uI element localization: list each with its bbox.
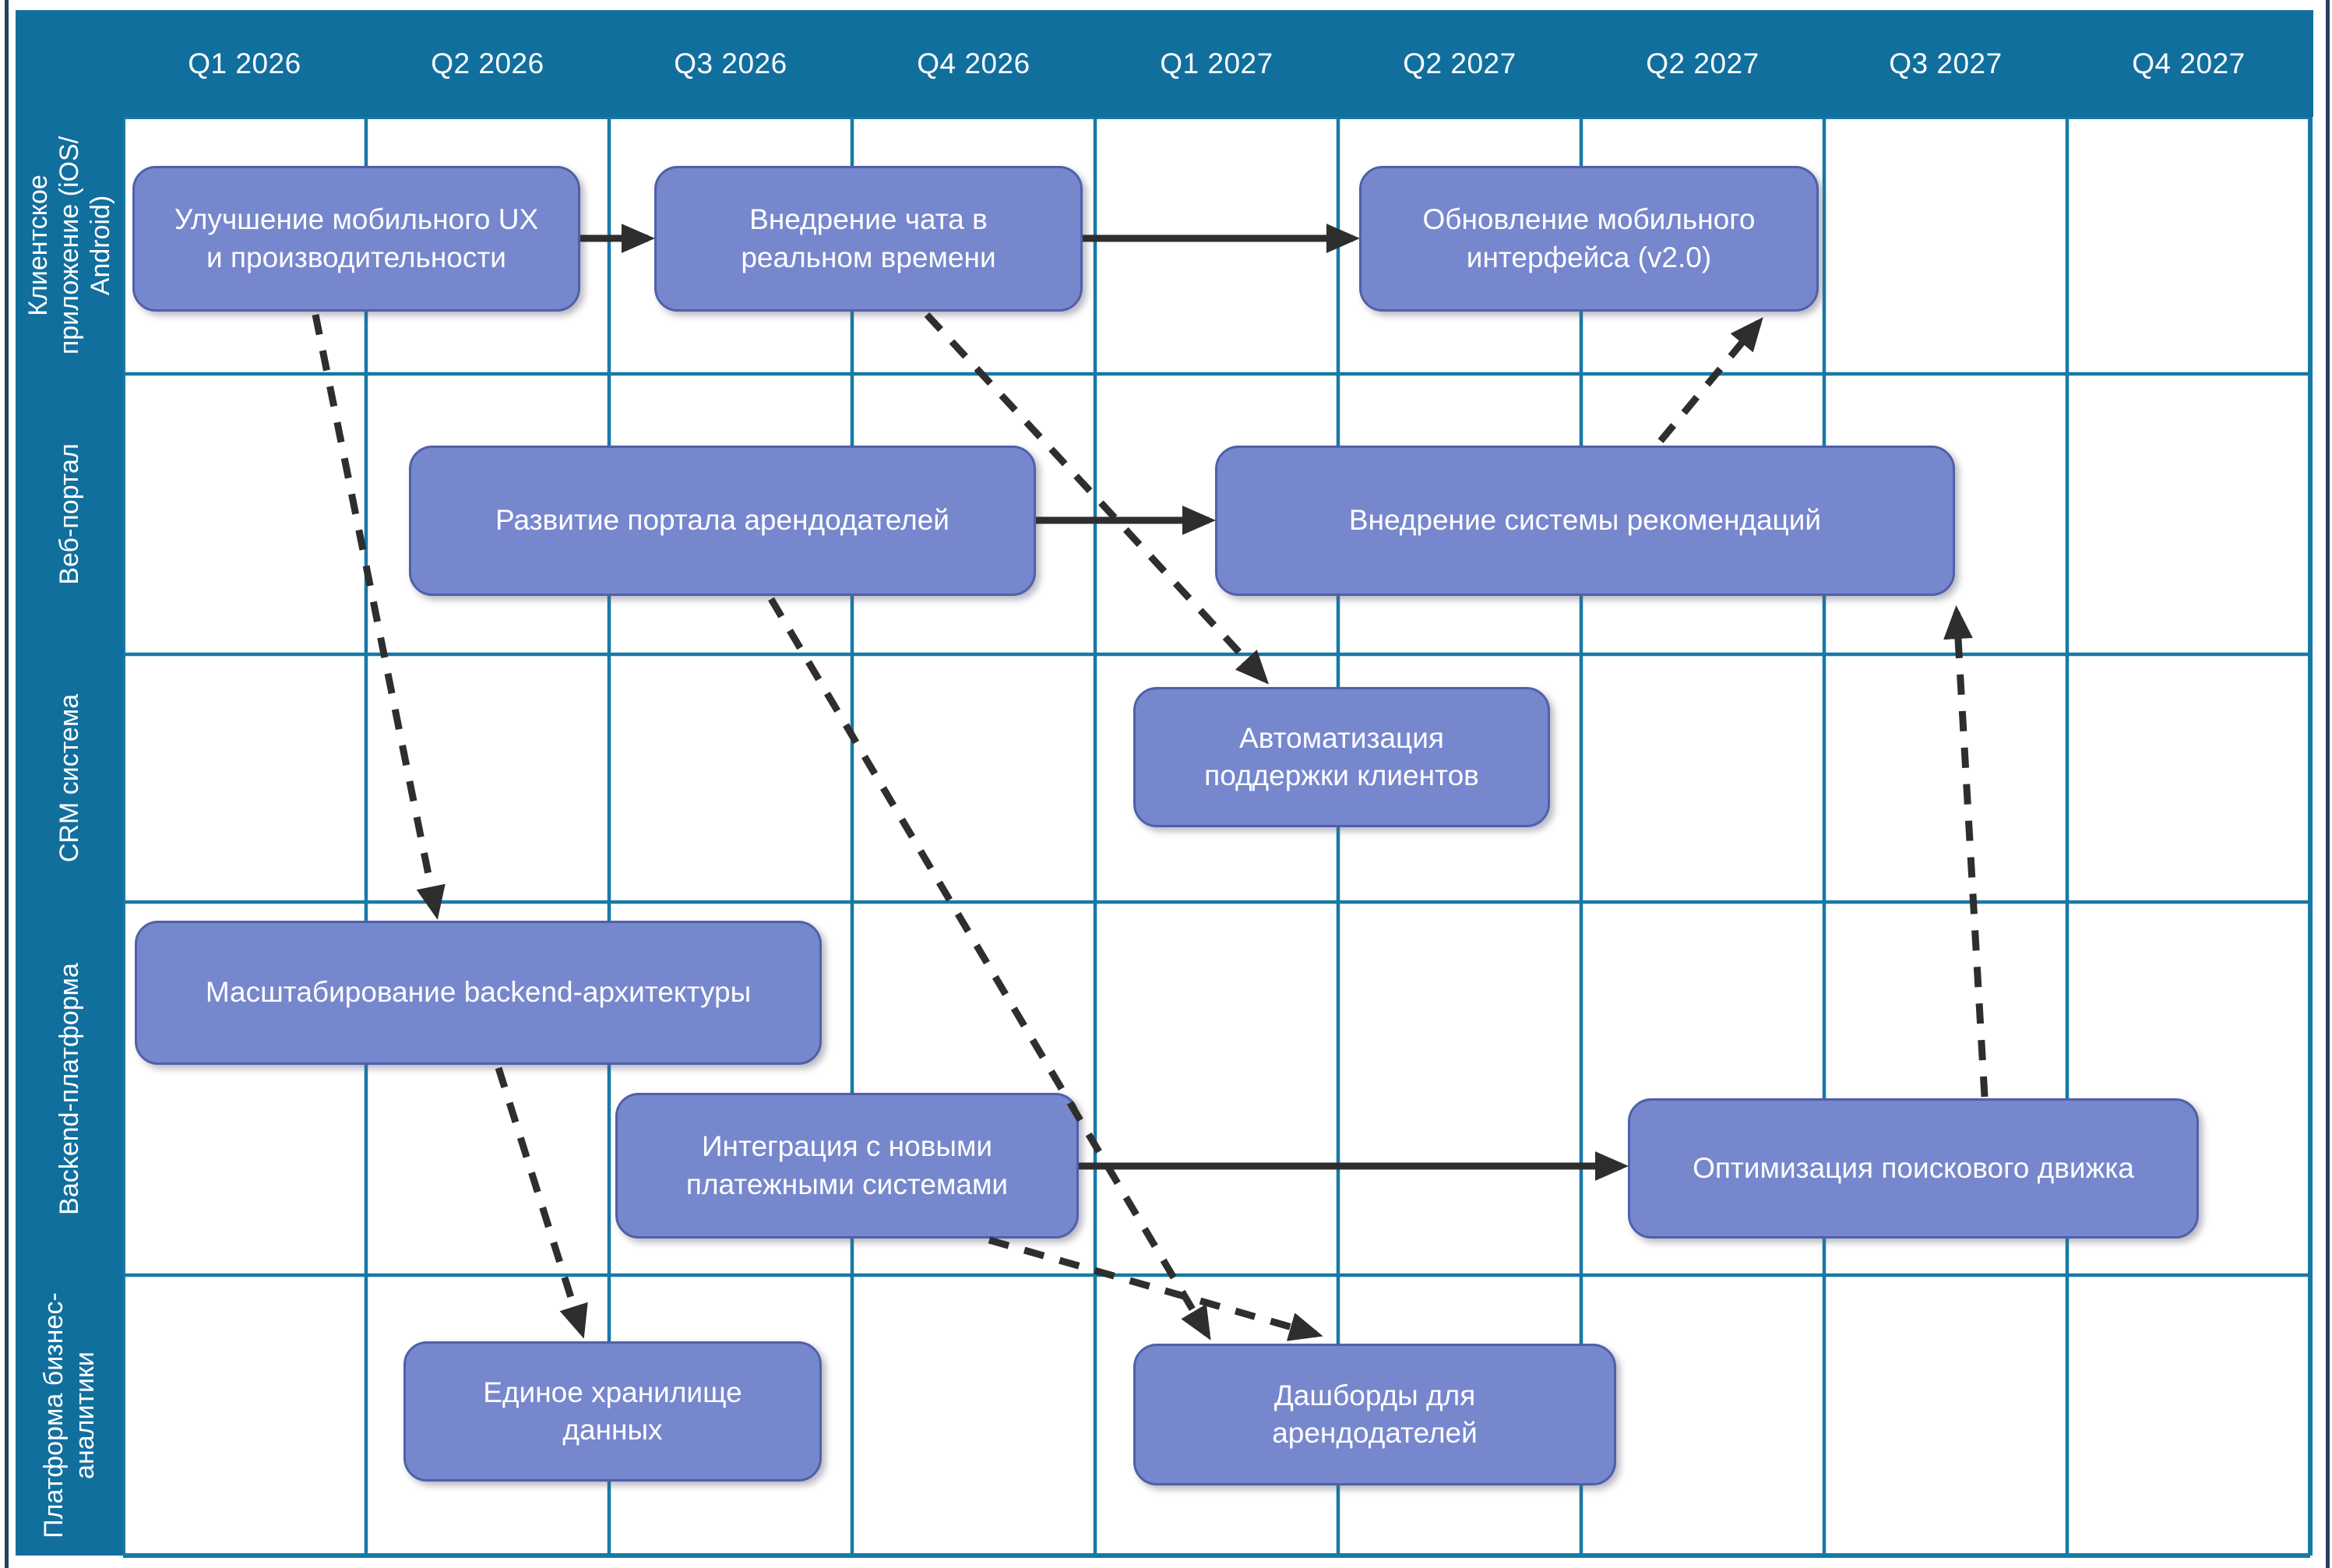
task-label: Единое хранилище данных	[483, 1376, 742, 1446]
dependency-arrow-dashed-t7-t10	[495, 1066, 588, 1339]
swimlane-label: Веб-портал	[54, 443, 84, 585]
task-box-t7: Масштабирование backend-архитектуры	[135, 921, 822, 1065]
quarter-label: Q2 2027	[1403, 47, 1517, 79]
swimlane-label: Платформа бизнес- аналитики	[38, 1292, 100, 1538]
swimlane-label-wrap: CRM система	[16, 654, 123, 902]
slide-border-right	[2326, 0, 2330, 1568]
dependency-arrow-dashed-t1-t7	[312, 314, 446, 920]
task-label: Обновление мобильного интерфейса (v2.0)	[1422, 203, 1756, 273]
swimlane-label: CRM система	[54, 693, 84, 863]
task-box-t11: Дашборды для арендодателей	[1133, 1344, 1616, 1485]
swimlane-label-wrap: Backend-платформа	[16, 902, 123, 1275]
task-box-t6: Автоматизация поддержки клиентов	[1133, 687, 1550, 827]
task-label: Внедрение чата в реальном времени	[741, 203, 996, 273]
quarter-label: Q4 2026	[917, 47, 1030, 79]
quarter-label: Q4 2027	[2132, 47, 2246, 79]
task-label: Масштабирование backend-архитектуры	[205, 976, 752, 1009]
dependency-arrow-dashed-t5-t3	[1657, 317, 1763, 443]
quarter-label: Q1 2026	[188, 47, 301, 79]
task-box-t4: Развитие портала арендодателей	[409, 446, 1036, 596]
quarter-label: Q3 2026	[674, 47, 787, 79]
task-label: Автоматизация поддержки клиентов	[1204, 721, 1479, 791]
swimlane-label: Клиентское приложение (iOS/ Android)	[23, 136, 116, 355]
swimlane-label-wrap: Веб-портал	[16, 374, 123, 654]
swimlane-sidebar	[16, 117, 123, 1556]
task-box-t3: Обновление мобильного интерфейса (v2.0)	[1359, 166, 1819, 312]
task-label: Улучшение мобильного UX и производительн…	[174, 203, 539, 273]
quarter-label: Q2 2027	[1646, 47, 1760, 79]
quarter-label: Q2 2026	[431, 47, 544, 79]
task-box-t5: Внедрение системы рекомендаций	[1215, 446, 1955, 596]
quarter-label: Q1 2027	[1160, 47, 1273, 79]
task-label: Внедрение системы рекомендаций	[1348, 504, 1822, 537]
swimlane-label-wrap: Клиентское приложение (iOS/ Android)	[16, 117, 123, 374]
dependency-arrow-dashed-t9-t5	[1943, 605, 1989, 1098]
task-label: Дашборды для арендодателей	[1272, 1379, 1478, 1449]
task-label: Интеграция с новыми платежными системами	[685, 1130, 1009, 1200]
quarter-label: Q3 2027	[1889, 47, 2003, 79]
task-box-t2: Внедрение чата в реальном времени	[654, 166, 1083, 312]
task-box-t10: Единое хранилище данных	[403, 1341, 822, 1482]
task-label: Оптимизация поискового движка	[1693, 1151, 2134, 1184]
swimlane-label: Backend-платформа	[54, 962, 84, 1215]
task-label: Развитие портала арендодателей	[495, 504, 949, 537]
task-box-t1: Улучшение мобильного UX и производительн…	[132, 166, 580, 312]
slide-border-left	[5, 0, 9, 1568]
task-box-t9: Оптимизация поискового движка	[1628, 1098, 2199, 1239]
swimlane-label-wrap: Платформа бизнес- аналитики	[16, 1275, 123, 1556]
timeline-header: Q1 2026 Q2 2026 Q3 2026 Q4 2026 Q1 2027 Q2 20…	[16, 10, 2313, 117]
dependency-arrow-dashed-t8-t11	[988, 1236, 1323, 1341]
task-box-t8: Интеграция с новыми платежными системами	[615, 1093, 1079, 1239]
